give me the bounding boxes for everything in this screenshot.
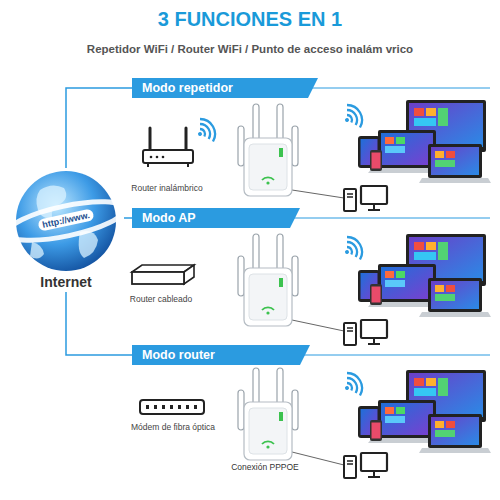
- section-line: [300, 88, 490, 89]
- client-devices: [358, 100, 491, 183]
- desktop-pc: [344, 186, 387, 211]
- wired-router-icon: [132, 265, 194, 284]
- connector-line: [124, 217, 132, 219]
- device-label: Router inalámbrico: [131, 183, 202, 193]
- connection-note: Conexión PPPOE: [231, 462, 299, 472]
- wifi-signal: [192, 115, 220, 146]
- client-devices: [358, 370, 491, 453]
- connector-line: [66, 88, 132, 168]
- desktop-pc: [344, 453, 387, 478]
- cable: [292, 452, 344, 465]
- cable: [292, 190, 344, 198]
- mode-name: Modo repetidor: [132, 78, 233, 98]
- wifi-signal: [339, 369, 367, 400]
- section-line: [300, 355, 490, 356]
- wireless-router: Router inalámbrico: [122, 125, 212, 193]
- mode-banner: Modo repetidor: [132, 78, 318, 98]
- title: 3 FUNCIONES EN 1: [0, 8, 500, 31]
- section-line: [290, 218, 490, 219]
- mode-banner: Modo AP: [132, 208, 300, 228]
- client-devices: [358, 234, 491, 317]
- mode-banner: Modo router: [132, 345, 310, 365]
- wifi-signal: [339, 101, 367, 132]
- repeater-device: [238, 104, 298, 196]
- internet-globe: http://www. Internet: [8, 168, 124, 292]
- wireless-router-icon: [143, 128, 193, 167]
- fiber-modem: Módem de fibra óptica: [118, 392, 228, 432]
- mode-name: Modo router: [132, 345, 215, 365]
- device-label: Router cableado: [130, 294, 192, 304]
- subtitle: Repetidor WiFi / Router WiFi / Punto de …: [0, 43, 500, 55]
- repeater-device: [238, 234, 298, 326]
- connector-line: [66, 292, 132, 355]
- wired-router: Router cableado: [116, 258, 206, 304]
- globe-illustration: [4, 171, 128, 271]
- url-text: http://www.: [37, 208, 94, 231]
- device-label: Módem de fibra óptica: [131, 422, 215, 432]
- desktop-pc: [344, 320, 387, 345]
- cable: [292, 320, 344, 331]
- internet-label: Internet: [40, 274, 91, 290]
- wifi-signal: [339, 233, 367, 264]
- mode-name: Modo AP: [132, 208, 196, 228]
- repeater-device: [238, 368, 298, 460]
- fiber-modem-icon: [140, 400, 204, 414]
